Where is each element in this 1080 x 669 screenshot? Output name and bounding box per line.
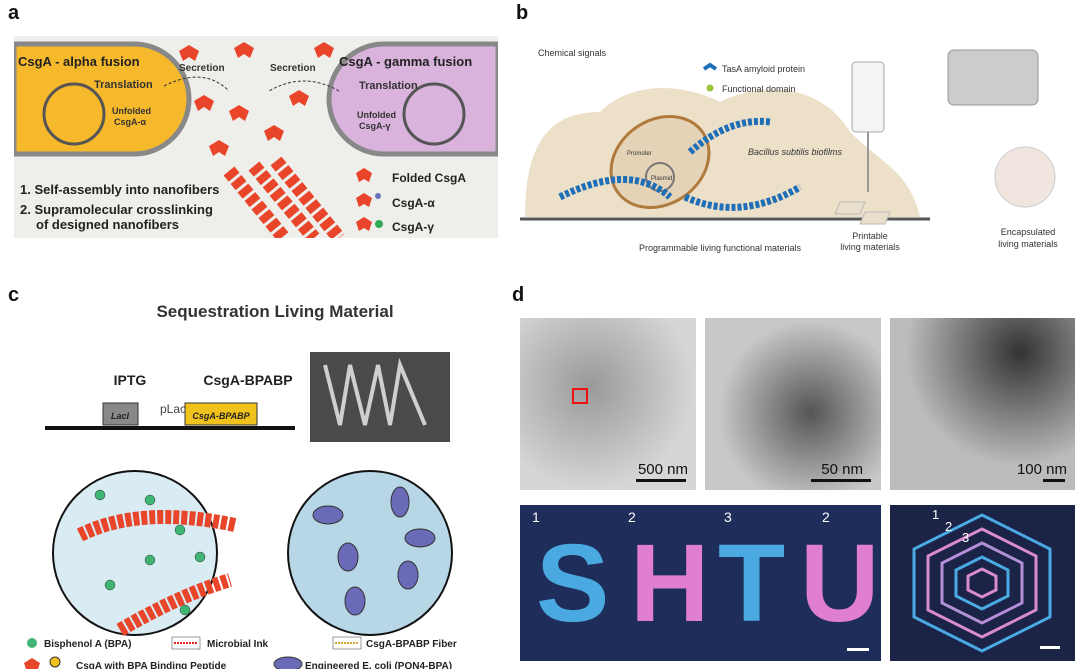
legend-ecoli: Engineered E. coli (PQN4-BPA) bbox=[305, 661, 452, 669]
tem-image-3: 100 nm bbox=[890, 318, 1075, 490]
functional-domain-icon bbox=[706, 84, 714, 92]
panel-a-diagram: CsgA - alpha fusion CsgA - gamma fusion … bbox=[14, 36, 498, 238]
panel-c-diagram: Sequestration Living Material LacI CsgA-… bbox=[24, 302, 457, 669]
letter-number-2: 2 bbox=[628, 509, 636, 525]
legend-tasa: TasA amyloid protein bbox=[722, 64, 805, 74]
panel-label-d: d bbox=[512, 284, 525, 306]
gamma-title: CsgA - gamma fusion bbox=[339, 54, 472, 69]
panel-c-title: Sequestration Living Material bbox=[156, 302, 393, 321]
unfolded-alpha-name: CsgA-α bbox=[114, 117, 146, 127]
panel-label-b: b bbox=[516, 2, 529, 24]
bpa-molecules bbox=[94, 489, 206, 616]
legend-gamma-icon bbox=[356, 217, 372, 231]
gamma-translation: Translation bbox=[359, 80, 418, 92]
caption-encap-1: Encapsulated bbox=[1001, 227, 1056, 237]
panel-b-diagram: Chemical signals TasA amyloid protein Fu… bbox=[520, 48, 1058, 253]
biofilm-label: Bacillus subtilis biofilms bbox=[748, 147, 843, 157]
scalebar-1-bar bbox=[636, 479, 686, 482]
gene-label: CsgA-BPABP bbox=[192, 411, 250, 421]
secretion-right: Secretion bbox=[270, 63, 316, 74]
legend-bpa: Bisphenol A (BPA) bbox=[44, 639, 131, 650]
legend-functional: Functional domain bbox=[722, 84, 796, 94]
alpha-translation: Translation bbox=[94, 79, 153, 91]
scalebar-3-label: 100 nm bbox=[1016, 461, 1067, 478]
step-2: 2. Supramolecular crosslinking bbox=[20, 202, 213, 217]
folded-csga-proteins bbox=[179, 42, 334, 156]
scalebar-2-label: 50 nm bbox=[821, 461, 863, 478]
secretion-arrow-left bbox=[163, 76, 230, 92]
plac-label: pLac bbox=[160, 402, 186, 416]
zoom-circle-ink bbox=[287, 470, 453, 636]
laci-label: LacI bbox=[111, 411, 130, 421]
legend-alpha-icon bbox=[356, 193, 372, 207]
highlight-box bbox=[572, 388, 588, 404]
engineered-ecoli bbox=[312, 486, 436, 616]
panel-label-c: c bbox=[8, 284, 20, 306]
printed-pattern bbox=[323, 357, 427, 426]
panel-label-a: a bbox=[8, 2, 20, 24]
step-1: 1. Self-assembly into nanofibers bbox=[20, 182, 219, 197]
shtu-pattern-photo: S H T U 1 2 3 2 bbox=[520, 505, 881, 661]
secretion-arrow-right bbox=[268, 80, 340, 92]
csga-bpabp-gene bbox=[184, 402, 258, 426]
alpha-title: CsgA - alpha fusion bbox=[18, 54, 140, 69]
gamma-plasmid bbox=[402, 82, 466, 146]
tasa-legend-icon bbox=[702, 62, 718, 71]
csga-fiber bbox=[76, 510, 237, 637]
product-label: CsgA-BPABP bbox=[203, 372, 292, 388]
syringe-icon bbox=[851, 61, 885, 133]
hex-number-2: 2 bbox=[945, 519, 952, 534]
legend-folded-icon bbox=[356, 168, 372, 182]
scalebar-1-label: 500 nm bbox=[637, 461, 688, 478]
unfolded-gamma: Unfolded bbox=[357, 110, 396, 120]
hex-number-3: 3 bbox=[962, 530, 969, 545]
tasa-fibers bbox=[558, 117, 802, 211]
plasmid-label: Plasmid bbox=[651, 176, 672, 182]
letter-u: U bbox=[800, 522, 880, 645]
legend-folded: Folded CsgA bbox=[392, 171, 466, 185]
promoter-label: Promoter bbox=[627, 151, 652, 157]
legend-microbial-ink: Microbial Ink bbox=[207, 639, 269, 650]
caption-print-1: Printable bbox=[852, 231, 888, 241]
caption-print-2: living materials bbox=[840, 242, 900, 252]
scalebar-5 bbox=[1040, 646, 1060, 649]
unfolded-gamma-name: CsgA-γ bbox=[359, 121, 391, 131]
letter-number-1: 1 bbox=[532, 509, 540, 525]
nanofibers bbox=[223, 156, 345, 238]
legend-gamma: CsgA-γ bbox=[392, 220, 434, 234]
gamma-cell bbox=[326, 41, 498, 157]
letter-h: H bbox=[630, 522, 710, 645]
legend-fiber: CsgA-BPABP Fiber bbox=[366, 639, 457, 650]
material-tray-icon bbox=[947, 49, 1039, 106]
chemical-signals: Chemical signals bbox=[538, 48, 607, 58]
hexagon-pattern-photo: 1 2 3 bbox=[890, 505, 1075, 661]
tem-image-1: 500 nm bbox=[520, 318, 696, 490]
letter-s: S bbox=[536, 522, 610, 645]
zoom-circle-molecular bbox=[52, 470, 218, 636]
nested-hexagons bbox=[912, 513, 1052, 653]
tem-image-2: 50 nm bbox=[705, 318, 881, 490]
printed-patches bbox=[834, 201, 891, 225]
scalebar-3-bar bbox=[1043, 479, 1065, 482]
unfolded-alpha: Unfolded bbox=[112, 106, 151, 116]
letter-number-4: 2 bbox=[822, 509, 830, 525]
hex-number-1: 1 bbox=[932, 507, 939, 522]
step-2-cont: of designed nanofibers bbox=[36, 217, 179, 232]
caption-main: Programmable living functional materials bbox=[639, 243, 802, 253]
encapsulated-sphere-icon bbox=[994, 146, 1056, 208]
legend-alpha: CsgA-α bbox=[392, 196, 435, 210]
letter-t: T bbox=[718, 522, 786, 645]
laci-gene bbox=[102, 402, 139, 426]
alpha-plasmid bbox=[42, 82, 106, 146]
legend-csga-peptide: CsgA with BPA Binding Peptide bbox=[76, 661, 227, 669]
scalebar-2-bar bbox=[811, 479, 871, 482]
secretion-left: Secretion bbox=[179, 63, 225, 74]
caption-encap-2: living materials bbox=[998, 239, 1058, 249]
scalebar-4 bbox=[847, 648, 869, 651]
iptg-label: IPTG bbox=[114, 372, 147, 388]
letter-number-3: 3 bbox=[724, 509, 732, 525]
